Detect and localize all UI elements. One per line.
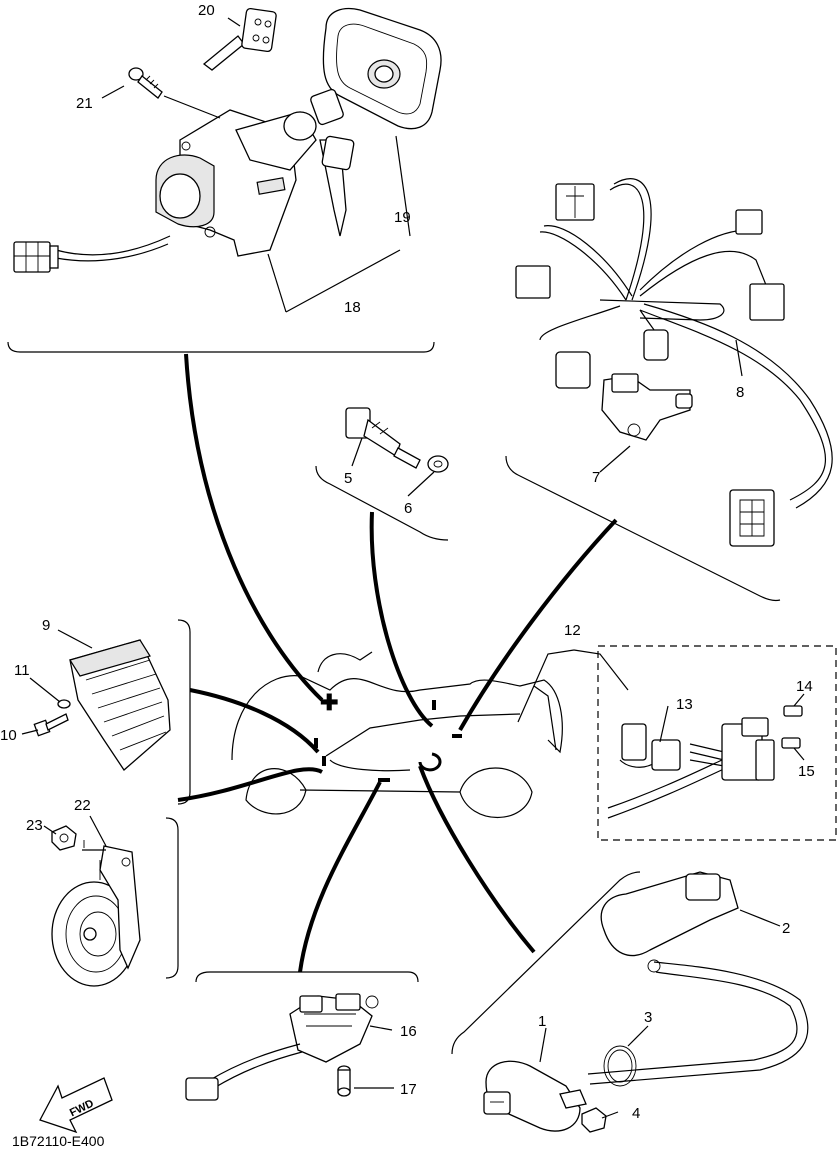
marker-dash-2 xyxy=(322,756,326,766)
callout-21: 21 xyxy=(76,95,93,112)
part-handle-switch xyxy=(185,993,379,1101)
group-bracket-switch xyxy=(195,971,419,983)
callout-15: 15 xyxy=(798,763,815,780)
part-sensor xyxy=(601,373,693,441)
callout-23: 23 xyxy=(26,817,43,834)
callout-4: 4 xyxy=(632,1105,640,1122)
part-screw xyxy=(128,67,163,99)
link-sensor-to-bike xyxy=(369,511,434,728)
marker-dash-3 xyxy=(378,778,390,782)
motorcycle-outline xyxy=(231,651,563,819)
part-neutral-switch xyxy=(345,407,421,469)
group-bracket-sensor xyxy=(315,465,449,541)
link-horn-to-bike xyxy=(177,767,323,802)
callout-3: 3 xyxy=(644,1009,652,1026)
part-horn xyxy=(51,840,141,987)
part-rectifier-washer xyxy=(57,699,71,709)
marker-dash-5 xyxy=(452,734,462,738)
link-rectifier-to-bike xyxy=(189,688,320,754)
marker-dash-1 xyxy=(314,738,318,748)
callout-9: 9 xyxy=(42,617,50,634)
callout-12: 12 xyxy=(564,622,581,639)
callout-11: 11 xyxy=(14,662,30,679)
link-switch-to-bike xyxy=(298,781,382,973)
callout-13: 13 xyxy=(676,696,693,713)
part-washer xyxy=(427,455,449,473)
marker-dash-4 xyxy=(432,700,436,710)
leader-lines xyxy=(21,17,805,1119)
part-coil-clamp xyxy=(603,1045,637,1087)
group-bracket-horn xyxy=(165,817,179,979)
part-sub-harness xyxy=(607,705,803,819)
callout-17: 17 xyxy=(400,1081,417,1098)
part-key xyxy=(202,7,277,71)
part-rectifier-bolt xyxy=(33,713,69,737)
callout-19: 19 xyxy=(394,209,411,226)
link-ignition-to-bike xyxy=(184,353,324,702)
callout-1: 1 xyxy=(538,1013,546,1030)
part-horn-nut xyxy=(51,825,77,851)
callout-7: 7 xyxy=(592,469,600,486)
part-coil-bolt xyxy=(581,1107,607,1133)
callout-10: 10 xyxy=(0,727,17,744)
group-bracket-rectifier xyxy=(177,619,191,805)
part-handle-switch-screw xyxy=(337,1065,351,1097)
callout-2: 2 xyxy=(782,920,790,937)
part-ignition-coil xyxy=(483,1060,587,1132)
part-cover xyxy=(322,7,442,130)
callout-20: 20 xyxy=(198,2,215,19)
callout-16: 16 xyxy=(400,1023,417,1040)
callout-5: 5 xyxy=(344,470,352,487)
callout-22: 22 xyxy=(74,797,91,814)
marker-arrow-ring xyxy=(418,752,442,772)
fwd-arrow-icon xyxy=(39,1077,113,1134)
group-bracket-harness xyxy=(505,455,781,602)
group-bracket-coil xyxy=(451,871,641,1055)
callout-14: 14 xyxy=(796,678,813,695)
part-wire-harness xyxy=(515,178,833,547)
callout-8: 8 xyxy=(736,384,744,401)
link-coil-to-bike xyxy=(418,765,536,954)
group-bracket-top-left xyxy=(7,341,435,353)
link-harness-to-bike xyxy=(458,518,618,731)
callout-6: 6 xyxy=(404,500,412,517)
part-rectifier xyxy=(69,639,171,771)
callout-18: 18 xyxy=(344,299,361,316)
diagram-code: 1B72110-E400 xyxy=(12,1133,105,1149)
part-ignition-switch xyxy=(13,88,355,273)
part-spark-plug-cap xyxy=(587,871,809,1085)
marker-plus: ✚ xyxy=(320,690,338,715)
